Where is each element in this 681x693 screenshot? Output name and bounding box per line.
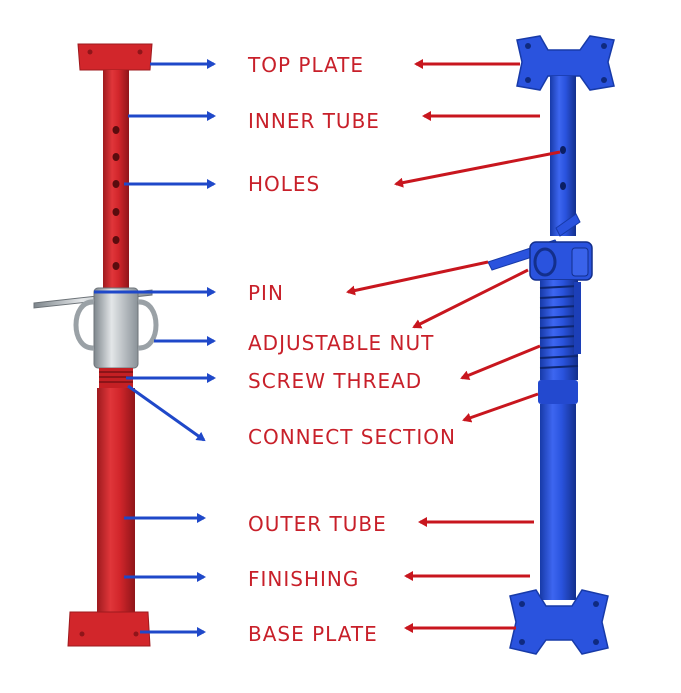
blue-connect-section [538, 380, 578, 404]
arrow-right-connect-section [462, 392, 539, 423]
arrow-right-pin [346, 260, 489, 296]
label-base-plate: BASE PLATE [248, 622, 378, 646]
label-inner-tube: INNER TUBE [248, 109, 380, 133]
blue-pointer-arrows [94, 59, 216, 637]
blue-outer-tube [540, 404, 576, 600]
label-screw-thread: SCREW THREAD [248, 369, 422, 393]
label-adjustable-nut: ADJUSTABLE NUT [248, 331, 434, 355]
blue-screw-thread [539, 280, 581, 380]
shoring-prop-red-icon [33, 43, 159, 647]
label-connect-section: CONNECT SECTION [248, 425, 456, 449]
part-labels: TOP PLATE INNER TUBE HOLES PIN ADJUSTABL… [247, 53, 456, 646]
red-screw-thread [99, 368, 133, 388]
blue-base-plate [509, 589, 609, 655]
label-pin: PIN [248, 281, 284, 305]
arrow-left-connect-section [127, 384, 206, 442]
shoring-prop-blue-icon [487, 35, 615, 655]
label-holes: HOLES [248, 172, 320, 196]
blue-holes [560, 146, 566, 190]
arrow-right-holes [394, 150, 561, 188]
red-top-plate [77, 43, 153, 71]
red-pointer-arrows [346, 59, 561, 633]
red-adjustable-nut [73, 287, 159, 369]
label-outer-tube: OUTER TUBE [248, 512, 387, 536]
label-top-plate: TOP PLATE [247, 53, 364, 77]
arrow-right-adjustable-nut [412, 268, 529, 329]
label-finishing: FINISHING [248, 567, 359, 591]
blue-top-plate [516, 35, 615, 91]
red-holes [112, 126, 120, 270]
arrow-right-screw-thread [460, 344, 541, 380]
red-base-plate [67, 611, 151, 647]
blue-inner-tube [550, 76, 576, 236]
blue-adjustable-nut [529, 241, 593, 281]
red-outer-tube [97, 388, 135, 614]
